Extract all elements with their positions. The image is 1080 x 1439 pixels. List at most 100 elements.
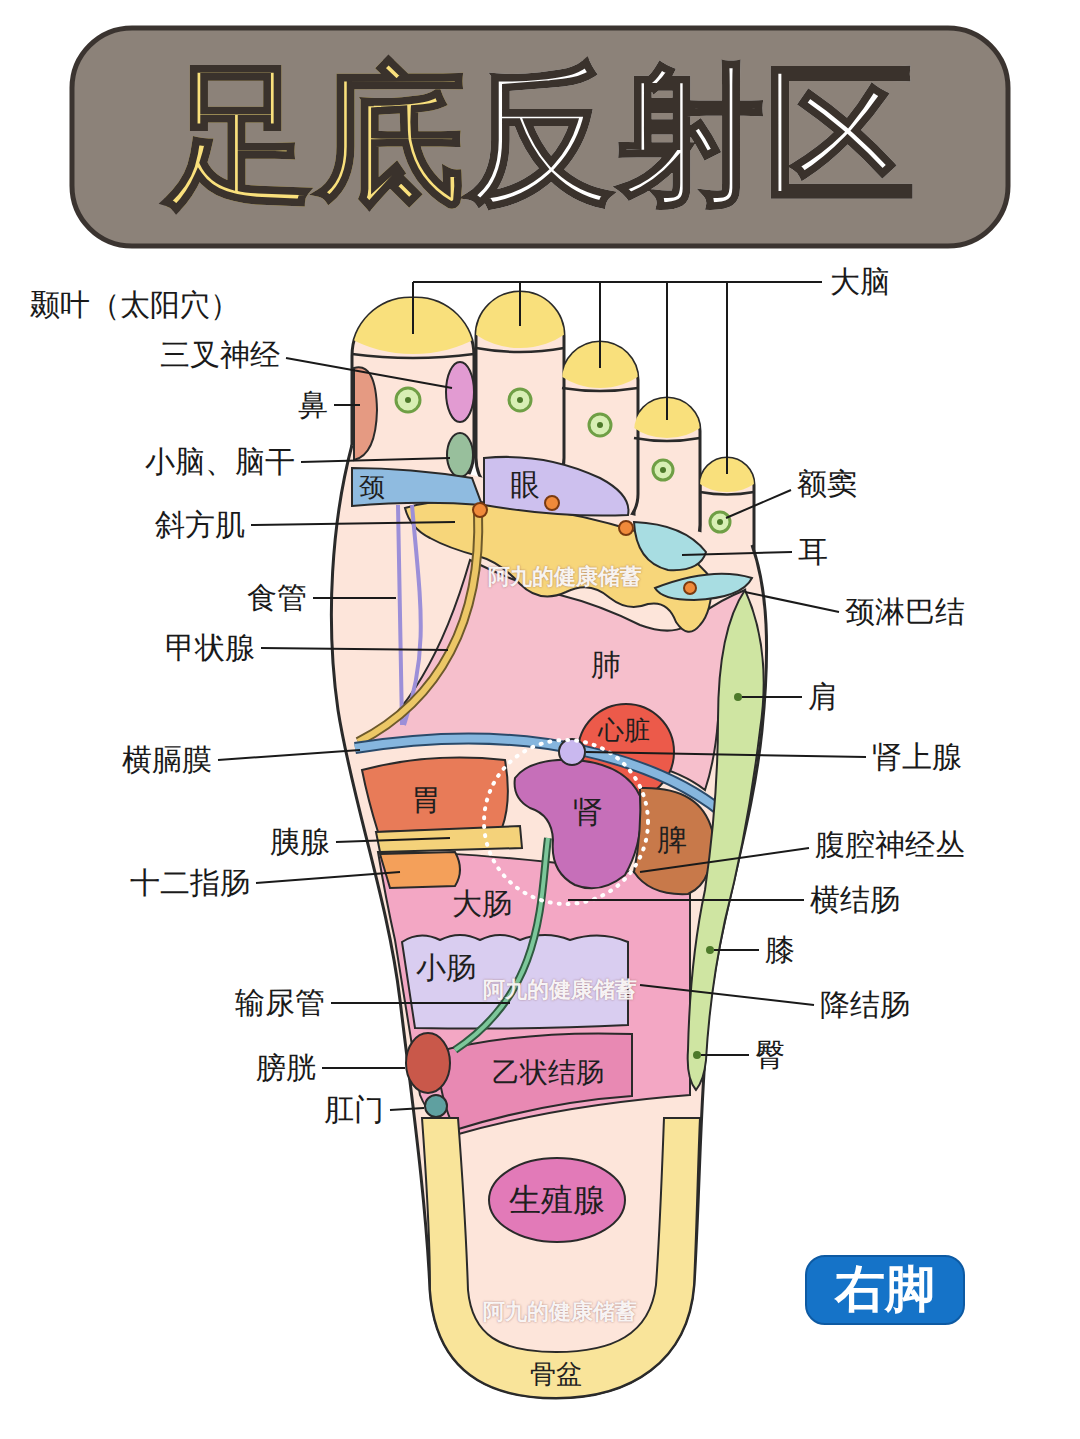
sinus-point: [653, 460, 673, 480]
zone-label-box: 肾: [569, 793, 607, 832]
zone-name: 肺: [591, 648, 621, 683]
shoulder-band: [688, 590, 764, 1090]
lymph-zone: [655, 574, 752, 600]
cerebellum-zone: [447, 433, 473, 477]
neck-zone: [352, 468, 482, 506]
gonad-zone: [489, 1158, 625, 1242]
zone-label-box: 脾: [653, 821, 691, 860]
foot-badge: 右脚: [805, 1255, 965, 1325]
dot: [706, 946, 714, 954]
dot: [693, 1051, 701, 1059]
leader-line: [256, 872, 400, 883]
callout-label: 腹腔神经丛: [815, 828, 965, 863]
callout-label: 大脑: [830, 265, 890, 300]
callout-label: 输尿管: [235, 986, 325, 1021]
ureter-line: [455, 838, 548, 1050]
dot: [597, 422, 603, 428]
trapezius-zone: [405, 501, 712, 632]
bladder-zone: [406, 1033, 450, 1093]
zone-name: 眼: [510, 468, 540, 503]
callout-label: 耳: [798, 535, 828, 570]
callout-label: 膀胱: [256, 1051, 316, 1086]
callout-label: 臀: [755, 1038, 785, 1073]
zone-name: 肾: [573, 795, 603, 830]
trigeminal-zone: [446, 362, 474, 422]
sigmoid-zone: [436, 1033, 632, 1130]
leader-line: [413, 282, 822, 474]
zone-label-box: 肺: [587, 646, 625, 685]
callout-label: 额窦: [797, 467, 857, 502]
leader-line: [390, 1108, 424, 1110]
callout-label: 三叉神经: [160, 338, 280, 373]
dot: [473, 503, 487, 517]
foot-outline: [331, 445, 766, 1398]
dot: [405, 397, 411, 403]
callout-label: 鼻: [298, 388, 328, 423]
leader-line: [742, 696, 802, 698]
watermark: 阿九的健康储蓄: [488, 564, 642, 589]
leader-line: [336, 838, 450, 842]
callout-label: 颞叶（太阳穴）: [30, 288, 240, 323]
zone-name: 颈: [359, 473, 385, 503]
zone-label-box: 胃: [407, 781, 445, 820]
sinus-dots: [405, 397, 723, 525]
leader-line: [568, 899, 804, 901]
zone-label-box: 颈: [355, 471, 389, 505]
zone-name: 小肠: [416, 951, 476, 986]
leader-lines: [218, 282, 866, 1110]
leader-line: [218, 750, 360, 760]
callout-label: 肾上腺: [872, 740, 962, 775]
leader-line: [334, 404, 360, 406]
colon-zone: [378, 852, 690, 1135]
leader-line: [586, 752, 866, 757]
adrenal-zone: [559, 739, 585, 765]
thyroid-outline: [358, 512, 478, 742]
zone-name: 心脏: [598, 716, 650, 746]
dot: [660, 467, 666, 473]
anus-zone: [425, 1095, 447, 1117]
zone-name: 大肠: [452, 887, 512, 922]
leader-line: [313, 597, 396, 599]
zone-name: 生殖腺: [509, 1182, 605, 1219]
ureter-outline: [455, 838, 548, 1050]
dot: [517, 397, 523, 403]
pelvis-band: [422, 1118, 700, 1398]
leader-line: [726, 490, 791, 518]
callout-label: 横膈膜: [122, 743, 212, 778]
zone-label-box: 小肠: [412, 949, 480, 988]
title-text: 足底反射区: [165, 60, 915, 210]
callout-label: 斜方肌: [155, 508, 245, 543]
stomach-zone: [362, 758, 508, 832]
callout-label: 肛门: [324, 1093, 384, 1128]
sinus-point: [396, 388, 420, 412]
leader-line: [322, 1067, 405, 1069]
callout-label: 横结肠: [810, 883, 900, 918]
zone-label-box: 心脏: [594, 714, 654, 748]
callout-label: 膝: [765, 933, 795, 968]
leader-line: [251, 522, 455, 525]
leader-line: [640, 985, 814, 1005]
dot: [545, 496, 559, 510]
leader-line: [714, 949, 759, 951]
sole-fill: [331, 445, 766, 1398]
duodenum-zone: [380, 852, 460, 888]
thyroid-line: [358, 512, 478, 742]
watermark: 阿九的健康储蓄: [483, 1299, 637, 1324]
dot: [734, 693, 742, 701]
callout-label: 颈淋巴结: [845, 595, 965, 630]
leader-line: [701, 1054, 749, 1056]
leader-line: [286, 358, 452, 388]
orange-points: [473, 496, 696, 594]
callout-label: 十二指肠: [130, 866, 250, 901]
sinus-point: [589, 414, 611, 436]
zone-label-box: 骨盆: [526, 1358, 586, 1392]
leader-line: [745, 592, 839, 612]
band-dots: [693, 693, 742, 1059]
sinus-points: [396, 388, 730, 532]
sinus-point: [509, 389, 531, 411]
zone-label-box: 眼: [506, 466, 544, 505]
zone-name: 胃: [411, 783, 441, 818]
ear-zone: [634, 522, 706, 570]
